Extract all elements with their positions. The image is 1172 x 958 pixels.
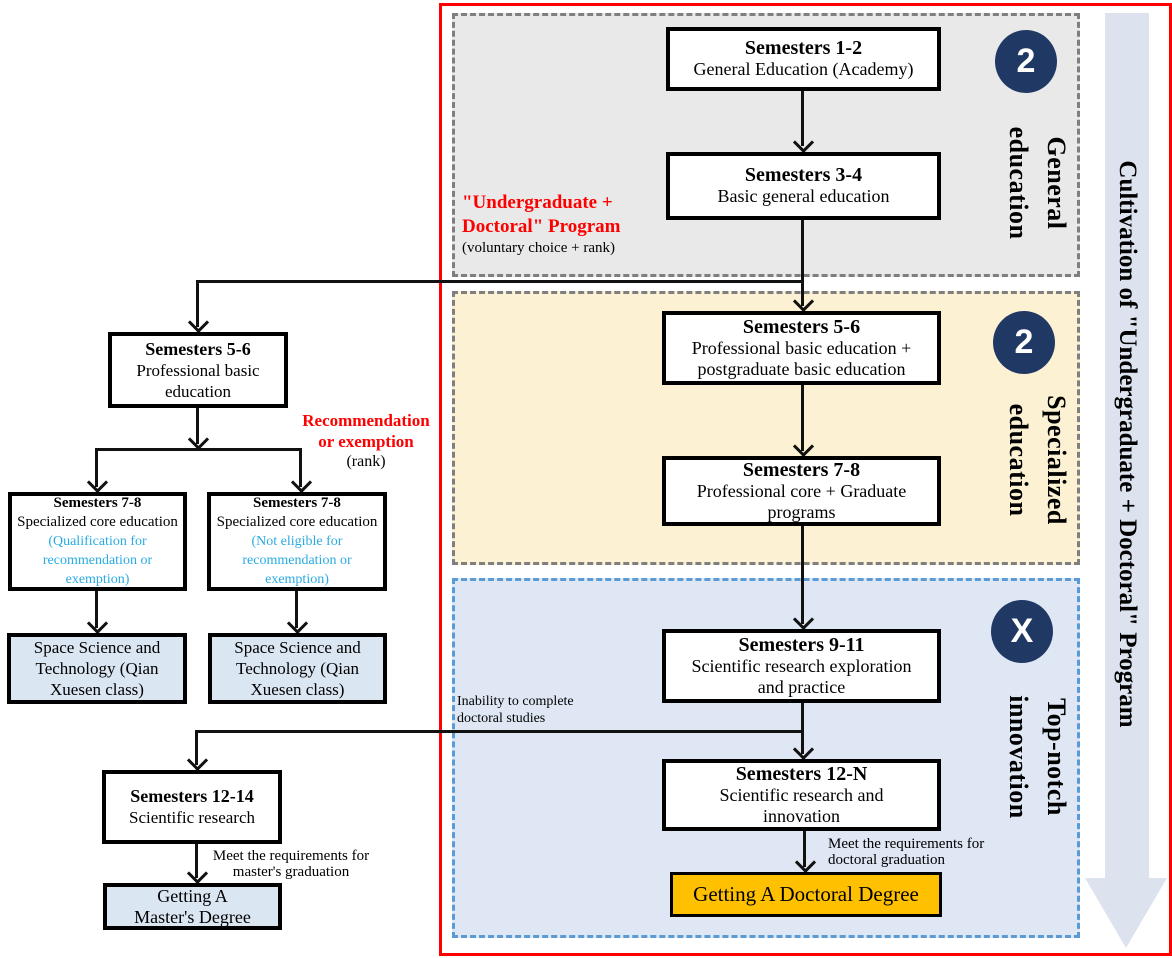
box-line: Professional basic (136, 360, 260, 380)
connector-line (95, 448, 302, 451)
box-doctoral-degree: Getting A Doctoral Degree (670, 872, 942, 917)
badge-general-number: 2 (1016, 42, 1036, 80)
box-semesters-5-6-right: Semesters 5-6 Professional basic educati… (662, 311, 941, 385)
box-note: recommendation or (42, 553, 153, 568)
box-note: exemption) (65, 572, 130, 587)
connector-line (196, 282, 199, 327)
label-topnotch-innovation: Top-notch innovation (1004, 695, 1071, 819)
box-line: Getting A (157, 885, 228, 906)
box-line: education (164, 381, 232, 401)
box-title: Semesters 1-2 (744, 37, 863, 59)
label-specialized-education: Specialized education (1004, 395, 1071, 525)
box-line: Master's Degree (134, 906, 251, 927)
badge-specialized-number: 2 (1014, 323, 1034, 361)
arrow-down-icon (290, 471, 313, 494)
connector-line (95, 590, 98, 628)
connector-line (195, 731, 198, 765)
box-line: and practice (757, 676, 846, 697)
box-space-science-qualified: Space Science and Technology (Qian Xuese… (7, 633, 187, 704)
box-semesters-7-8-not-eligible: Semesters 7-8 Specialized core education… (207, 492, 387, 591)
connector-line (195, 730, 803, 733)
connector-line (801, 702, 804, 754)
connector-line (196, 408, 199, 444)
recommendation-label: Recommendation or exemption (rank) (302, 411, 430, 470)
box-title: Semesters 5-6 (742, 315, 861, 338)
box-line: programs (767, 501, 836, 522)
box-line: Space Science and (33, 638, 161, 657)
box-line: Scientific research and (719, 784, 884, 805)
box-semesters-1-2: Semesters 1-2 General Education (Academy… (666, 27, 941, 91)
arrow-down-icon (286, 612, 309, 635)
box-note: (Qualification for (48, 534, 147, 549)
box-semesters-12-14: Semesters 12-14 Scientific research (102, 770, 282, 844)
badge-topnotch: X (991, 600, 1053, 663)
badge-specialized: 2 (993, 311, 1055, 374)
arrow-down-icon (187, 311, 210, 334)
connector-line (299, 449, 302, 487)
banner-title: Cultivation of "Undergraduate + Doctoral… (1114, 160, 1141, 728)
box-line: Getting A Doctoral Degree (693, 882, 919, 906)
label-general-education: General education (1004, 126, 1071, 240)
connector-line (95, 449, 98, 487)
box-line: Xuesen class) (250, 680, 345, 699)
box-semesters-3-4: Semesters 3-4 Basic general education (666, 152, 941, 220)
box-semesters-5-6-left: Semesters 5-6 Professional basic educati… (108, 332, 288, 408)
box-master-degree: Getting A Master's Degree (103, 883, 282, 930)
connector-line (196, 280, 803, 283)
box-line: Specialized core education (17, 514, 178, 530)
box-note: recommendation or (242, 553, 352, 568)
box-line: Professional basic education + (691, 337, 912, 358)
banner-arrow-head-icon (1085, 878, 1167, 948)
connector-line (803, 831, 806, 867)
box-title: Semesters 5-6 (145, 338, 251, 359)
box-line: Professional core + Graduate (696, 480, 907, 501)
box-line: postgraduate basic education (697, 358, 906, 379)
badge-general: 2 (995, 30, 1057, 93)
box-line: General Education (Academy) (693, 59, 914, 79)
badge-topnotch-letter: X (1010, 612, 1034, 650)
box-line: Technology (Qian (236, 659, 359, 678)
box-line: Xuesen class) (50, 680, 144, 699)
connector-line (195, 843, 198, 878)
connector-line (801, 91, 804, 146)
doctoral-requirement-label: Meet the requirements for doctoral gradu… (828, 836, 985, 868)
connector-line (801, 524, 804, 624)
box-line: Scientific research (128, 808, 255, 827)
program-note: "Undergraduate + Doctoral" Program (volu… (462, 192, 621, 256)
box-semesters-7-8-qualified: Semesters 7-8 Specialized core education… (8, 492, 187, 591)
program-frame (439, 3, 1172, 956)
box-line: Basic general education (717, 186, 890, 206)
arrow-down-icon (186, 862, 209, 885)
box-title: Semesters 12-14 (130, 786, 254, 806)
inability-label: Inability to complete doctoral studies (457, 694, 574, 726)
box-space-science-not-eligible: Space Science and Technology (Qian Xuese… (208, 633, 387, 704)
box-semesters-7-8-right: Semesters 7-8 Professional core + Gradua… (662, 456, 941, 526)
connector-line (801, 220, 804, 306)
connector-line (801, 384, 804, 451)
arrow-down-icon (86, 612, 109, 635)
box-title: Semesters 3-4 (744, 164, 863, 186)
box-line: Technology (Qian (35, 659, 159, 678)
box-title: Semesters 7-8 (253, 495, 341, 511)
arrow-down-icon (187, 428, 210, 451)
box-line: Specialized core education (216, 514, 378, 530)
arrow-down-icon (86, 471, 109, 494)
box-title: Semesters 12-N (735, 762, 868, 785)
arrow-down-icon (186, 749, 209, 772)
connector-line (295, 590, 298, 628)
box-title: Semesters 7-8 (742, 458, 861, 481)
banner-arrow-shaft (1105, 13, 1149, 878)
box-semesters-12-n: Semesters 12-N Scientific research and i… (662, 759, 941, 831)
box-title: Semesters 9-11 (738, 633, 865, 656)
box-note: exemption) (265, 572, 329, 587)
box-semesters-9-11: Semesters 9-11 Scientific research explo… (662, 629, 941, 703)
master-requirement-label: Meet the requirements for master's gradu… (212, 848, 370, 880)
box-line: Space Science and (234, 638, 361, 657)
box-line: Scientific research exploration (691, 655, 912, 676)
box-line: innovation (763, 805, 840, 826)
box-title: Semesters 7-8 (53, 495, 142, 511)
box-note: (Not eligible for (251, 534, 343, 549)
